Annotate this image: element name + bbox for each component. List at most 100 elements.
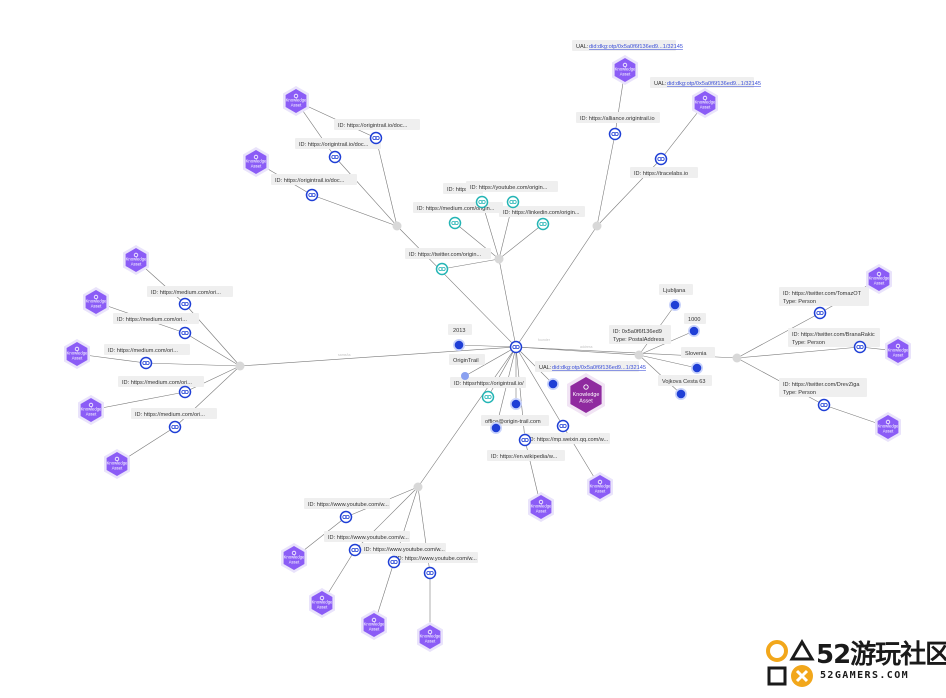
svg-text:Knowledge: Knowledge — [878, 424, 899, 429]
svg-text:Asset: Asset — [112, 466, 123, 471]
entity-node-icon[interactable] — [178, 326, 192, 340]
ual-link[interactable]: did:dkg:otp/0x5a0f6f136ed9...1/32145 — [589, 44, 683, 50]
node-label: ID: https://youtube.com/origin... — [470, 185, 548, 191]
entity-node-icon[interactable] — [536, 217, 550, 231]
watermark-shapes-icon — [766, 639, 815, 687]
entity-node-icon[interactable] — [475, 195, 489, 209]
knowledge-asset[interactable]: Knowledge Asset — [282, 85, 310, 117]
literal-node-icon[interactable] — [691, 362, 703, 374]
entity-node-icon[interactable] — [178, 297, 192, 311]
svg-text:Knowledge: Knowledge — [531, 504, 552, 509]
knowledge-asset[interactable]: Knowledge Asset — [416, 621, 444, 653]
entity-nodes — [139, 127, 867, 580]
literal-node-icon[interactable] — [669, 299, 681, 311]
hub-node[interactable] — [235, 361, 245, 371]
hub-node[interactable] — [392, 221, 402, 231]
ual-link[interactable]: did:dkg:otp/0x5a0f6f136ed9...1/32145 — [552, 365, 646, 371]
entity-node-icon[interactable] — [853, 340, 867, 354]
entity-node-icon[interactable] — [518, 433, 532, 447]
knowledge-asset[interactable]: Knowledge Asset — [242, 146, 270, 178]
entity-node-icon[interactable] — [509, 340, 523, 354]
entity-node-icon[interactable] — [348, 543, 362, 557]
entity-node-icon[interactable] — [139, 356, 153, 370]
svg-text:Asset: Asset — [251, 164, 262, 169]
knowledge-asset[interactable]: Knowledge Asset — [884, 335, 912, 367]
knowledge-asset-selected[interactable]: Knowledge Asset — [567, 373, 605, 417]
svg-text:Asset: Asset — [700, 105, 711, 110]
knowledge-asset[interactable]: Knowledge Asset — [122, 244, 150, 276]
node-label: ID: https://www.youtube.com/w... — [308, 502, 389, 508]
entity-node-icon[interactable] — [556, 419, 570, 433]
node-type: Type: Person — [783, 390, 816, 396]
hub-node[interactable] — [634, 350, 644, 360]
literal-node-icon[interactable] — [547, 378, 559, 390]
literal-node-icon[interactable] — [461, 372, 469, 380]
literal-node-icon[interactable] — [453, 339, 465, 351]
node-label: ID: https://origintrail.io/doc... — [299, 142, 369, 148]
svg-text:Asset: Asset — [874, 281, 885, 286]
node-label: Ljubljana — [663, 288, 686, 294]
node-label: ID: https:... — [447, 187, 474, 193]
entity-node-icon[interactable] — [654, 152, 668, 166]
svg-text:Knowledge: Knowledge — [286, 98, 307, 103]
hub-nodes — [235, 221, 742, 492]
hub-node[interactable] — [592, 221, 602, 231]
node-label: ID: https://medium.com/ori... — [151, 290, 221, 296]
knowledge-asset[interactable]: Knowledge Asset — [527, 491, 555, 523]
entity-node-icon[interactable] — [608, 127, 622, 141]
knowledge-asset[interactable]: Knowledge Asset — [691, 87, 719, 119]
svg-text:Asset: Asset — [289, 560, 300, 565]
hub-node[interactable] — [494, 254, 504, 264]
literal-node-icon[interactable] — [510, 398, 522, 410]
literal-nodes — [453, 299, 703, 434]
node-label: ID: https://twitter.com/DrevZiga — [783, 382, 860, 388]
entity-node-icon[interactable] — [178, 385, 192, 399]
node-label: ID: 0x5a0f6f136ed9 — [613, 329, 662, 335]
knowledge-asset[interactable]: Knowledge Asset — [103, 448, 131, 480]
edge-labels: sameAs founder address — [338, 338, 593, 357]
knowledge-asset[interactable]: Knowledge Asset — [82, 286, 110, 318]
entity-node-icon[interactable] — [168, 420, 182, 434]
knowledge-asset[interactable]: Knowledge Asset — [308, 587, 336, 619]
entity-node-icon[interactable] — [481, 390, 495, 404]
hub-node[interactable] — [413, 482, 423, 492]
hub-node[interactable] — [732, 353, 742, 363]
node-label: ID: https://www.youtube.com/w... — [328, 535, 409, 541]
node-label: ID: https://medium.com/ori... — [135, 412, 205, 418]
node-label: ID: https://twitter.com/TomazOT — [783, 291, 862, 297]
svg-text:Asset: Asset — [536, 509, 547, 514]
svg-text:Knowledge: Knowledge — [590, 484, 611, 489]
node-label: ID: https://en.wikipedia/w... — [491, 454, 558, 460]
literal-node-icon[interactable] — [675, 388, 687, 400]
entity-node-icon[interactable] — [506, 195, 520, 209]
knowledge-asset[interactable]: Knowledge Asset — [611, 54, 639, 86]
entity-node-icon[interactable] — [305, 188, 319, 202]
edge-label-sameas: sameAs — [338, 353, 351, 357]
svg-text:Knowledge: Knowledge — [67, 351, 88, 356]
ual-link[interactable]: did:dkg:otp/0x5a0f6f136ed9...1/32145 — [667, 81, 761, 87]
svg-text:Asset: Asset — [620, 72, 631, 77]
knowledge-asset[interactable]: Knowledge Asset — [63, 338, 91, 370]
literal-node-icon[interactable] — [688, 325, 700, 337]
entity-node-icon[interactable] — [369, 131, 383, 145]
entity-node-icon[interactable] — [813, 306, 827, 320]
entity-node-icon[interactable] — [817, 398, 831, 412]
entity-node-icon[interactable] — [423, 566, 437, 580]
node-label: ID: https://medium.com/ori... — [122, 380, 192, 386]
knowledge-asset[interactable]: Knowledge Asset — [360, 609, 388, 641]
svg-text:Asset: Asset — [72, 356, 83, 361]
entity-node-icon[interactable] — [328, 150, 342, 164]
svg-text:Asset: Asset — [595, 489, 606, 494]
entity-node-icon[interactable] — [435, 262, 449, 276]
knowledge-asset[interactable]: Knowledge Asset — [874, 411, 902, 443]
entity-node-icon[interactable] — [387, 555, 401, 569]
entity-node-icon[interactable] — [448, 216, 462, 230]
knowledge-asset[interactable]: Knowledge Asset — [865, 263, 893, 295]
knowledge-asset[interactable]: Knowledge Asset — [280, 542, 308, 574]
knowledge-asset[interactable]: Knowledge Asset — [77, 394, 105, 426]
entity-node-icon[interactable] — [339, 510, 353, 524]
literal-node-icon[interactable] — [490, 422, 502, 434]
knowledge-asset[interactable]: Knowledge Asset — [586, 471, 614, 503]
node-label: office@origin-trail.com — [485, 419, 541, 425]
node-label: ID: https://origintrail.io/doc... — [275, 178, 345, 184]
